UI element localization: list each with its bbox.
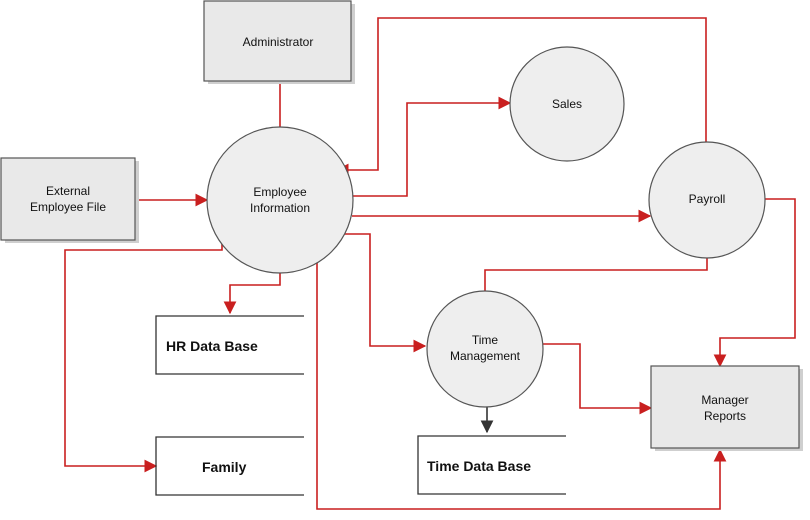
family-label: Family — [202, 459, 247, 475]
payroll-process: Payroll — [648, 141, 766, 259]
flow-time-management-to-payroll — [484, 244, 714, 302]
administrator-label: Administrator — [243, 35, 314, 49]
flow-employee-information-to-manager-reports — [316, 246, 727, 510]
employee-information-process: Employee Information — [206, 126, 354, 274]
flow-employee-information-to-time-management — [330, 233, 427, 353]
flow-time-management-to-manager-reports — [543, 343, 653, 415]
sales-process: Sales — [509, 46, 625, 162]
manager-reports-label-line1: Manager — [701, 393, 748, 407]
hr-data-base-label: HR Data Base — [166, 338, 258, 354]
external-employee-file-label-line1: External — [46, 184, 90, 198]
hr-data-base-store: HR Data Base — [155, 315, 304, 375]
payroll-label: Payroll — [689, 192, 726, 206]
time-management-label-line1: Time — [472, 333, 499, 347]
flow-payroll-to-manager-reports — [713, 198, 796, 368]
sales-label: Sales — [552, 97, 582, 111]
time-management-process: Time Management — [426, 290, 544, 408]
employee-information-label-line1: Employee — [253, 185, 307, 199]
time-data-base-label: Time Data Base — [427, 458, 531, 474]
flow-payroll-to-employee-information — [335, 17, 707, 177]
time-data-base-store: Time Data Base — [417, 435, 566, 495]
external-employee-file-entity: External Employee File — [0, 157, 139, 243]
external-employee-file-label-line2: Employee File — [30, 200, 106, 214]
flow-employee-information-to-sales — [350, 96, 512, 197]
time-management-label-line2: Management — [450, 349, 521, 363]
administrator-entity: Administrator — [203, 0, 355, 84]
manager-reports-label-line2: Reports — [704, 409, 746, 423]
employee-information-label-line2: Information — [250, 201, 310, 215]
manager-reports-entity: Manager Reports — [650, 365, 803, 451]
family-store: Family — [155, 436, 304, 496]
